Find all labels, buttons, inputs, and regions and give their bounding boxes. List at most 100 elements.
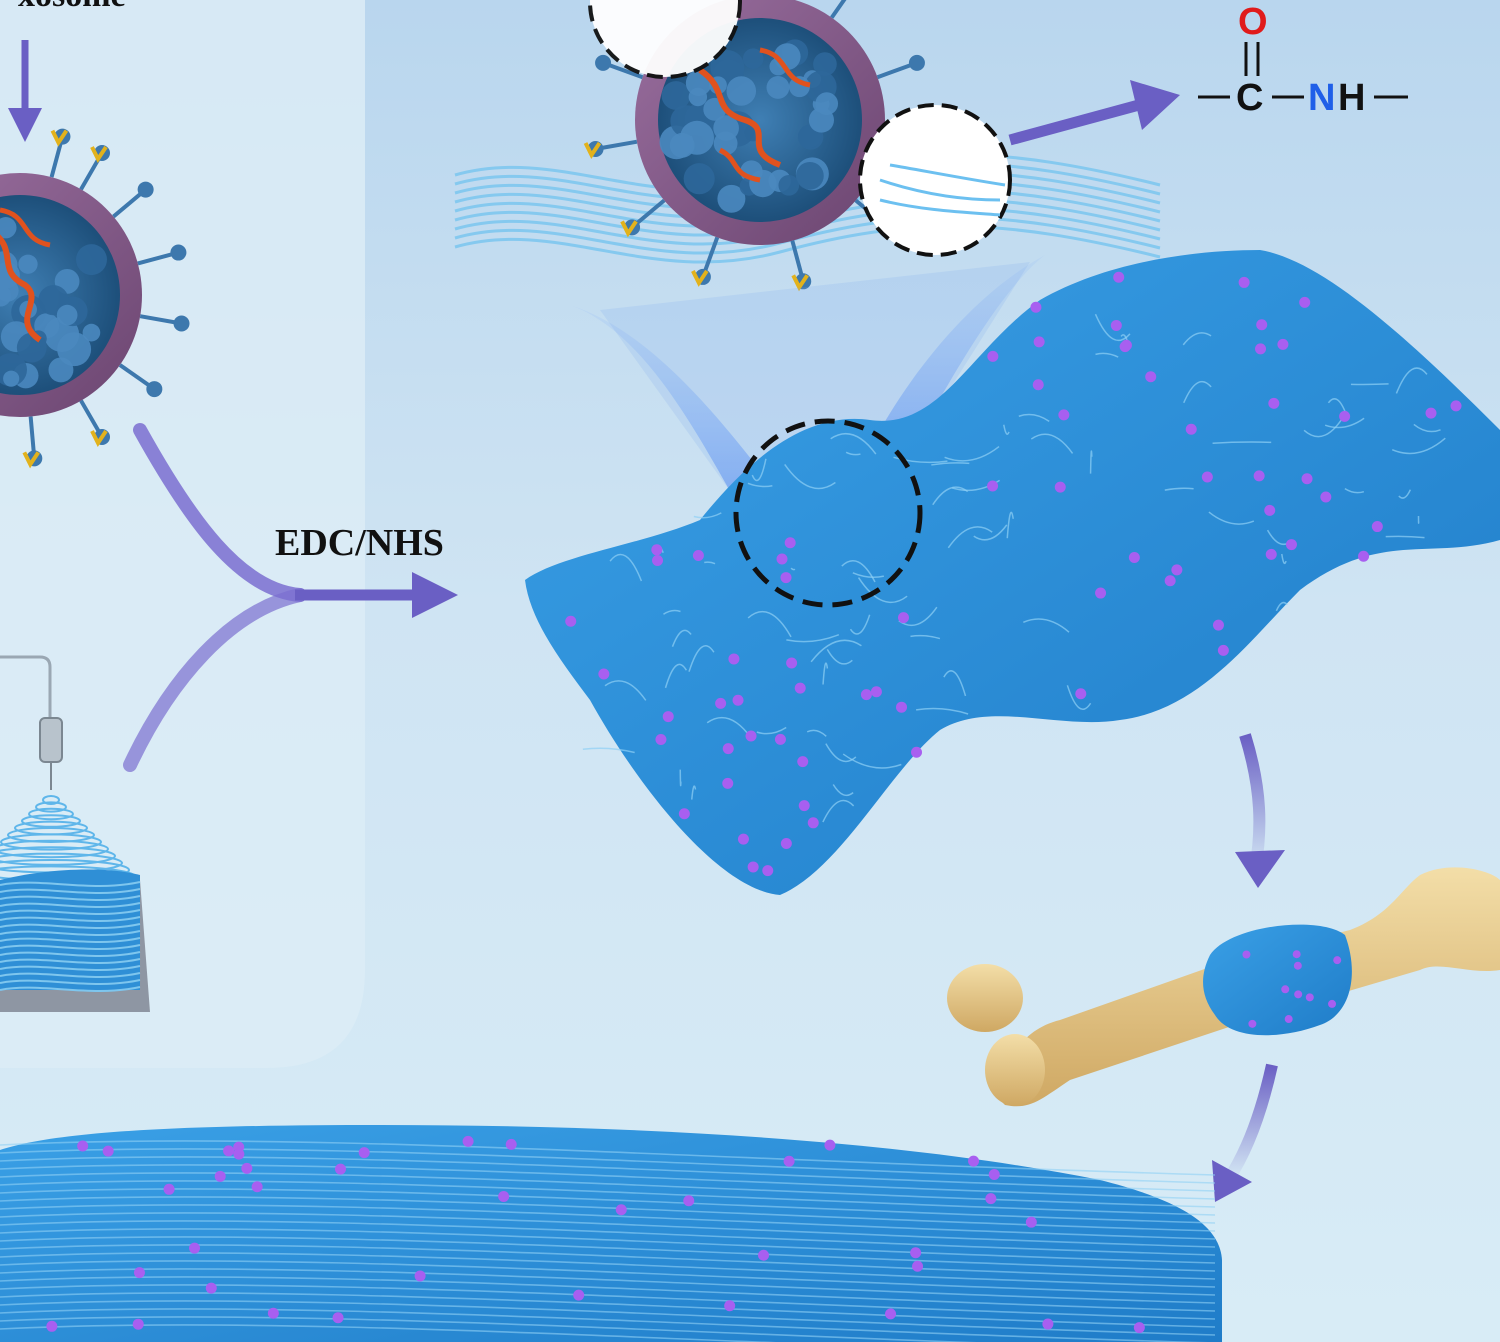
nanofiber <box>1212 441 1272 444</box>
exosome-dot <box>1256 319 1268 331</box>
nanofiber <box>1385 535 1425 539</box>
protein-cluster <box>808 107 835 133</box>
exosome-dot <box>1128 552 1140 564</box>
exosome-dot <box>462 1135 474 1147</box>
exosome-dot <box>1264 504 1276 516</box>
nanofiber <box>1324 417 1365 429</box>
nanofiber <box>0 1188 1216 1224</box>
nanofiber <box>832 784 854 797</box>
exosome-dot <box>1217 644 1229 656</box>
nanofiber <box>1182 332 1212 346</box>
nanofiber <box>0 965 141 971</box>
exosome-dot <box>715 697 727 709</box>
nanofiber <box>826 649 853 665</box>
nanofiber <box>1395 367 1428 394</box>
nanofiber <box>1066 685 1092 710</box>
exosome-dot <box>897 612 909 624</box>
nanofiber <box>1164 487 1194 491</box>
protein-head <box>170 244 187 261</box>
merge-arrow <box>123 423 458 772</box>
nanofiber <box>1183 380 1212 404</box>
nanofiber <box>1018 413 1050 422</box>
nanofiber <box>0 958 141 964</box>
nanofiber <box>0 909 141 915</box>
exosome-dot <box>651 544 663 556</box>
exosome-dot <box>241 1162 253 1174</box>
nanofiber <box>747 482 773 488</box>
exosome-dot <box>1293 961 1302 970</box>
exosome-dot <box>1110 319 1122 331</box>
arrow-to-bone <box>1235 733 1285 888</box>
nanofiber <box>915 707 969 715</box>
protein-cluster <box>717 184 746 213</box>
nanofiber <box>1413 423 1441 433</box>
exosome-dot <box>655 733 667 745</box>
down-arrow-to-exosome <box>8 40 42 142</box>
nanofiber <box>0 888 141 894</box>
exosome-dot <box>745 730 757 742</box>
exosome-dot <box>692 550 704 562</box>
nanofiber <box>0 1316 975 1342</box>
jet-spiral <box>28 807 74 821</box>
exosome-dot <box>1333 956 1342 965</box>
exosome-dot <box>968 1155 980 1167</box>
exosome-dot <box>1265 548 1277 560</box>
protein-cluster <box>683 163 715 195</box>
nanofiber <box>679 769 682 787</box>
nanofiber <box>0 1284 1216 1320</box>
exosome-dot <box>780 837 792 849</box>
nanofiber <box>664 663 688 689</box>
exosome-dot <box>987 480 999 492</box>
nanofiber <box>944 446 1000 462</box>
exosome-dot <box>1145 371 1157 383</box>
exosome-dot <box>1095 587 1107 599</box>
antibody <box>791 274 809 292</box>
jet-spiral <box>0 839 109 859</box>
exosome-dot <box>985 1193 997 1205</box>
exosome-dot <box>652 554 664 566</box>
exosome-dot <box>786 657 798 669</box>
nanofiber <box>704 561 716 565</box>
nanofiber <box>671 629 692 647</box>
exosome-dot <box>1025 1216 1037 1228</box>
nanofiber <box>830 432 877 455</box>
protein-cluster <box>742 48 764 69</box>
nanofiber <box>0 972 141 978</box>
exosome-dot <box>189 1242 201 1254</box>
exosome-dot <box>758 1249 770 1261</box>
nanofiber <box>852 572 885 578</box>
exosome-dot <box>722 743 734 755</box>
nanofiber <box>0 979 141 985</box>
nanofiber <box>1275 601 1288 612</box>
nanofiber <box>1089 450 1093 474</box>
nanofiber <box>0 951 141 957</box>
nanofiber <box>0 1164 1216 1200</box>
exosome-dot <box>1299 296 1311 308</box>
reagent-label: EDC/NHS <box>275 522 444 564</box>
exosome-dot <box>732 694 744 706</box>
protein-cluster <box>18 254 38 274</box>
nanofiber <box>0 1156 1216 1192</box>
exosome-dot <box>784 537 796 549</box>
exosome-dot <box>1255 343 1267 355</box>
nanofiber <box>691 785 697 800</box>
nanofiber <box>604 680 647 701</box>
protein-cluster <box>778 174 800 196</box>
nanofiber <box>0 930 141 936</box>
amide-bond-structure: O C N H <box>1198 1 1408 119</box>
exosome-dot <box>807 817 819 829</box>
protein-cluster <box>813 52 837 76</box>
protein-cluster <box>0 217 17 239</box>
exosome-dot <box>1238 276 1250 288</box>
protein-cluster <box>669 132 695 158</box>
exosome-dot <box>1450 400 1462 412</box>
exosome-dot <box>1030 301 1042 313</box>
exosome-dot <box>1054 481 1066 493</box>
protein-cluster <box>0 284 12 307</box>
nanofiber <box>0 1252 1216 1288</box>
exosome-dot <box>1185 423 1197 435</box>
femur-bone-icon <box>947 867 1500 1107</box>
nanofiber <box>845 451 861 456</box>
nanofiber <box>0 1300 1216 1336</box>
nanofiber <box>751 458 767 482</box>
